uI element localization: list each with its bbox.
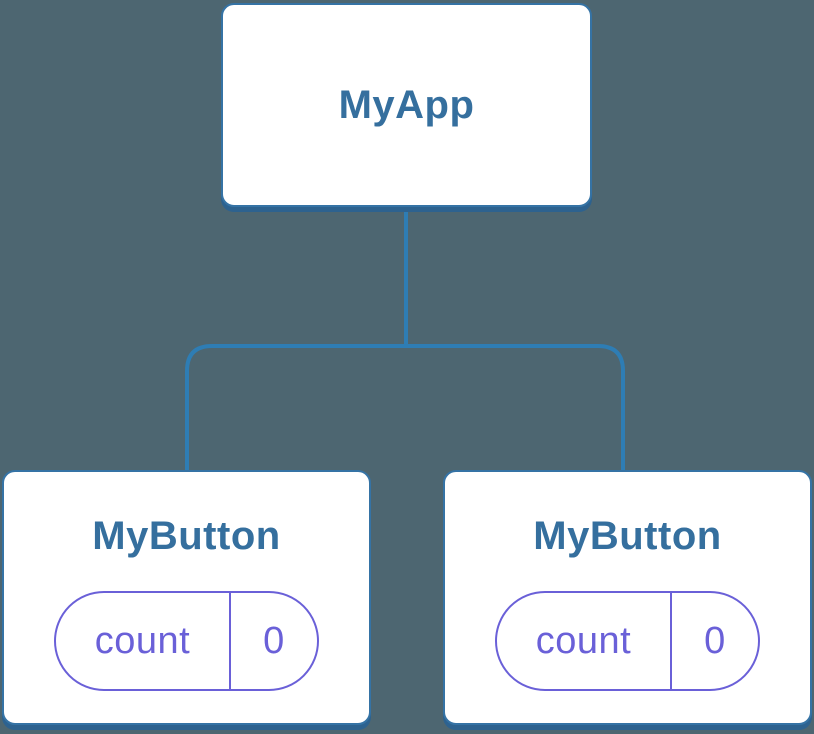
state-value-cell-left: 0 [231,593,317,689]
tree-node-mybutton-right: MyButton count 0 [443,470,812,725]
state-key-left: count [94,619,191,662]
node-label-myapp: MyApp [338,82,475,127]
node-label-mybutton-left: MyButton [92,514,281,558]
state-value-left: 0 [263,619,285,662]
tree-node-mybutton-left: MyButton count 0 [2,470,371,725]
state-key-cell-left: count [56,593,231,689]
state-pill-right: count 0 [495,591,760,691]
tree-node-myapp: MyApp [221,3,592,207]
node-label-mybutton-right: MyButton [533,514,722,558]
state-value-right: 0 [704,619,726,662]
connector-branch [185,344,625,472]
state-pill-left: count 0 [54,591,319,691]
state-key-cell-right: count [497,593,672,689]
state-value-cell-right: 0 [672,593,758,689]
state-key-right: count [535,619,632,662]
